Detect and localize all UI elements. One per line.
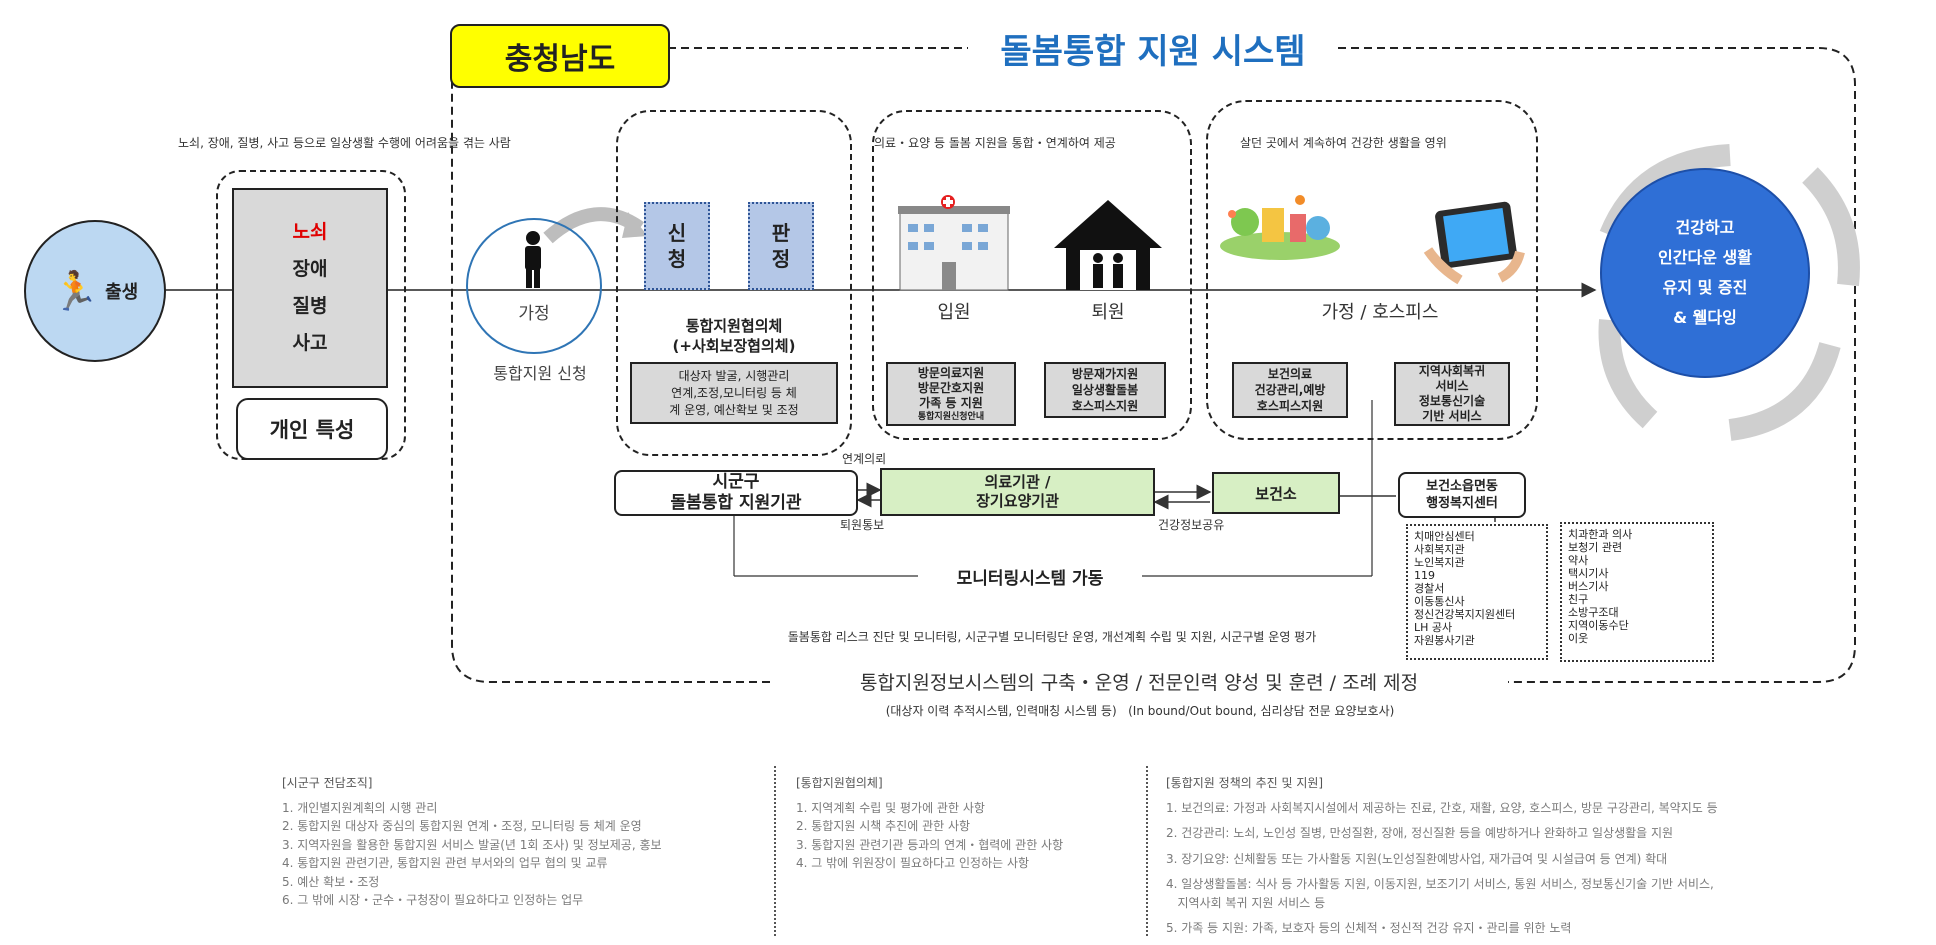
partners-left-item: 자원봉사기관 — [1414, 634, 1475, 647]
link-request-label: 연계의뢰 — [842, 452, 887, 466]
notes-col-1: [시군구 전담조직] 1. 개인별지원계획의 시행 관리 2. 통합지원 대상자 중… — [282, 774, 662, 910]
health-info-share-label: 건강정보공유 — [1158, 518, 1225, 532]
council-group — [616, 110, 852, 456]
agency-box: 시군구 돌봄통합 지원기관 — [614, 470, 858, 516]
notes-item: 3. 장기요양: 신체활동 또는 가사활동 지원(노인성질환예방사업, 재가급여… — [1166, 851, 1668, 866]
partners-left-item: 경찰서 — [1414, 582, 1445, 595]
notes-item: 5. 가족 등 지원: 가족, 보호자 등의 신체적・정신적 건강 유지・관리를… — [1166, 921, 1572, 935]
partners-left-item: 노인복지관 — [1414, 556, 1465, 569]
risk-item-accident: 사고 — [292, 332, 328, 354]
visit-care-box: 방문재가지원 일상생활돌봄 호스피스지원 — [1044, 362, 1166, 418]
birth-label: 출생 — [105, 282, 139, 303]
home-circle: 가정 — [466, 218, 602, 354]
risk-item-disease: 질병 — [292, 295, 328, 317]
notes-divider-1 — [774, 766, 776, 936]
partners-left-item: 사회복지관 — [1414, 543, 1465, 556]
health-box: 보건의료 건강관리,예방 호스피스지원 — [1232, 362, 1348, 418]
notes-item: 6. 그 밖에 시장・군수・구청장이 필요하다고 인정하는 업무 — [282, 893, 584, 907]
birth-circle: 🏃 출생 — [24, 220, 166, 362]
hospital-label: 입원 — [937, 302, 971, 323]
risk-item-disability: 장애 — [292, 258, 328, 280]
notes-col-3: [통합지원 정책의 추진 및 지원] 1. 보건의료: 가정과 사회복지시설에서 … — [1166, 774, 1718, 945]
notes-heading: [통합지원협의체] — [796, 776, 883, 790]
partners-left-item: 119 — [1414, 569, 1435, 582]
partners-right-item: 치과한과 의사 — [1568, 528, 1633, 541]
home-circle-label: 가정 — [518, 299, 550, 324]
health-center-box: 보건소 — [1212, 472, 1340, 514]
bottom-title: 통합지원정보시스템의 구축・운영 / 전문인력 양성 및 훈련 / 조례 제정 — [859, 672, 1419, 694]
region-label: 충청남도 — [450, 24, 670, 88]
running-person-icon: 🏃 — [51, 268, 100, 313]
region-label-text: 충청남도 — [504, 42, 616, 77]
notes-heading: [시군구 전담조직] — [282, 776, 373, 790]
landscape-icon — [1220, 195, 1340, 260]
notes-item: 3. 지역자원을 활용한 통합지원 서비스 발굴(년 1회 조사) 및 정보제공… — [282, 837, 662, 852]
outcome-circle: 건강하고 인간다운 생활 유지 및 증진 & 웰다잉 — [1600, 168, 1810, 378]
notes-item: 5. 예산 확보・조정 — [282, 874, 380, 889]
judge-box: 판 정 — [748, 202, 814, 290]
notes-item: 3. 통합지원 관련기관 등과의 연계・협력에 관한 사항 — [796, 837, 1064, 852]
notes-item: 1. 개인별지원계획의 시행 관리 — [282, 800, 438, 815]
partners-left-item: 정신건강복지지원센터 — [1414, 608, 1516, 621]
risk-box: 노쇠 장애 질병 사고 — [232, 188, 388, 388]
partners-right-item: 소방구조대 — [1568, 606, 1619, 619]
home-group — [1206, 100, 1538, 440]
notes-item: 4. 일상생활돌봄: 식사 등 가사활동 지원, 이동지원, 보조기기 서비스,… — [1166, 877, 1714, 910]
apply-box-text: 신 청 — [667, 221, 687, 271]
community-box: 지역사회복귀 서비스 정보통신기술 기반 서비스 — [1394, 362, 1510, 426]
council-desc: 대상자 발굴, 시행관리 연계,조정,모니터링 등 체 계 운영, 예산확보 및… — [630, 362, 838, 424]
notes-heading: [통합지원 정책의 추진 및 지원] — [1166, 776, 1324, 790]
partners-right-item: 보청기 관련 — [1568, 541, 1623, 554]
notes-item: 4. 통합지원 관련기관, 통합지원 관련 부서와의 업무 협의 및 교류 — [282, 856, 608, 870]
council-title: 통합지원협의체 (+사회보장협의체) — [672, 317, 796, 355]
target-caption: 노쇠, 장애, 질병, 사고 등으로 일상생활 수행에 어려움을 겪는 사람 — [178, 136, 511, 150]
notes-divider-2 — [1146, 766, 1148, 936]
notes-item: 2. 건강관리: 노쇠, 노인성 질병, 만성질환, 장애, 정신질환 등을 예… — [1166, 826, 1674, 840]
medical-group — [872, 110, 1192, 440]
judge-box-text: 판 정 — [771, 221, 791, 271]
partners-right-item: 이웃 — [1568, 632, 1589, 645]
visit-medical-box: 방문의료지원 방문간호지원 가족 등 지원 통합지원신청안내 — [886, 362, 1016, 426]
notes-item: 2. 통합지원 대상자 중심의 통합지원 연계・조정, 모니터링 등 체계 운영 — [282, 819, 642, 833]
home-hospice-label: 가정 / 호스피스 — [1321, 302, 1439, 323]
partners-right-item: 버스기사 — [1568, 580, 1609, 593]
apply-label: 통합지원 신청 — [493, 364, 587, 383]
apply-box: 신 청 — [644, 202, 710, 290]
hospital-icon — [898, 195, 1010, 291]
notes-col-2: [통합지원협의체] 1. 지역계획 수립 및 평가에 관한 사항 2. 통합지원 시… — [796, 774, 1063, 873]
discharge-notice-label: 퇴원통보 — [840, 518, 885, 532]
partners-right-item: 약사 — [1568, 554, 1589, 567]
discharge-label: 퇴원 — [1091, 302, 1125, 323]
partners-right-item: 택시기사 — [1568, 567, 1609, 580]
partners-left-item: 이동통신사 — [1414, 595, 1465, 608]
risk-line: 돌봄통합 리스크 진단 및 모니터링, 시군구별 모니터링단 운영, 개선계획 … — [787, 630, 1317, 644]
visit-medical-text: 방문의료지원 방문간호지원 가족 등 지원 — [917, 365, 985, 410]
bottom-subtitle: (대상자 이력 추적시스템, 인력매칭 시스템 등) (In bound/Out… — [885, 704, 1395, 718]
partners-right-item: 친구 — [1568, 593, 1589, 606]
partners-right-item: 지역이동수단 — [1568, 619, 1629, 632]
medical-institution-box: 의료기관 / 장기요양기관 — [880, 468, 1155, 516]
medical-caption: 의료・요양 등 돌봄 지원을 통합・연계하여 제공 — [874, 136, 1116, 150]
house-icon — [1054, 200, 1162, 290]
monitoring-label: 모니터링시스템 가동 — [956, 569, 1104, 589]
tablet-icon — [1423, 201, 1525, 285]
partners-left-item: 치매안심센터 — [1414, 530, 1475, 543]
risk-item-frailty: 노쇠 — [292, 221, 328, 243]
partners-left-item: LH 공사 — [1414, 621, 1453, 634]
notes-item: 1. 보건의료: 가정과 사회복지시설에서 제공하는 진료, 간호, 재활, 요… — [1166, 800, 1718, 815]
local-center-box: 보건소읍면동 행정복지센터 — [1398, 472, 1526, 518]
visit-medical-subtext: 통합지원신청안내 — [917, 411, 985, 422]
notes-item: 2. 통합지원 시책 추진에 관한 사항 — [796, 819, 971, 833]
notes-item: 4. 그 밖에 위원장이 필요하다고 인정하는 사항 — [796, 856, 1030, 870]
personal-trait-box: 개인 특성 — [236, 398, 388, 460]
page-title: 돌봄통합 지원 시스템 — [1000, 31, 1306, 72]
home-caption: 살던 곳에서 계속하여 건강한 생활을 영위 — [1240, 136, 1447, 150]
notes-item: 1. 지역계획 수립 및 평가에 관한 사항 — [796, 800, 985, 815]
